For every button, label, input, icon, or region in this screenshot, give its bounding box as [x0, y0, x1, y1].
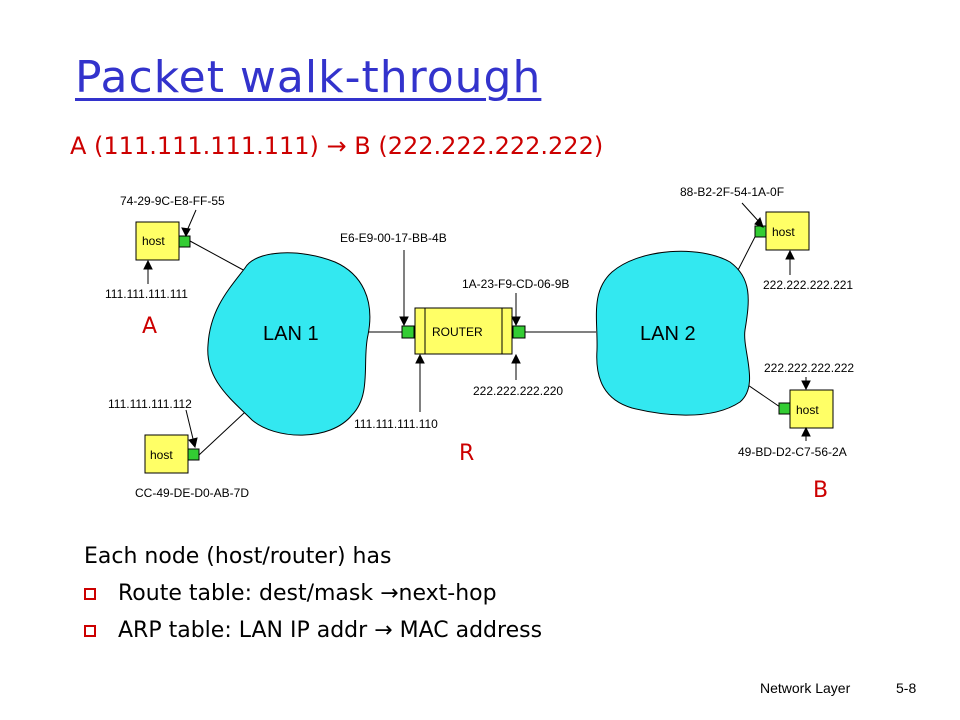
footer-page-number: 5-8 [896, 680, 917, 696]
list-item: ARP table: LAN IP addr → MAC address [84, 618, 542, 643]
square-bullet-icon [84, 588, 96, 600]
host-a: host [135, 221, 191, 261]
host-c-port [754, 225, 767, 238]
host-c: host [754, 211, 810, 251]
router-ip-right: 222.222.222.220 [473, 384, 563, 398]
arrows [143, 202, 811, 449]
router-port-left [401, 325, 415, 339]
router-mac-right: 1A-23-F9-CD-06-9B [462, 277, 569, 291]
host-a-ip: 111.111.111.111 [105, 287, 188, 301]
router-port-right [512, 325, 526, 339]
router-label: ROUTER [432, 325, 483, 339]
link-host-c-lan2 [734, 230, 759, 277]
node-label-r: R [459, 441, 474, 466]
info-panel: Each node (host/router) has Route table:… [84, 544, 542, 655]
node-label-a: A [142, 314, 157, 339]
list-item-text: Route table: dest/mask →next-hop [118, 581, 497, 606]
host-d-ip: 222.222.222.222 [764, 361, 854, 375]
lan1-label: LAN 1 [263, 323, 319, 345]
router-mac-left: E6-E9-00-17-BB-4B [340, 231, 447, 245]
host-d-mac: 49-BD-D2-C7-56-2A [738, 445, 847, 459]
host-b-label: host [150, 448, 173, 462]
lan1-cloud [207, 252, 371, 436]
host-d-label: host [796, 403, 819, 417]
host-b: host [144, 434, 200, 474]
host-c-ip: 222.222.222.221 [763, 278, 853, 292]
host-a-mac: 74-29-9C-E8-FF-55 [120, 194, 225, 208]
footer-section: Network Layer [760, 680, 851, 696]
info-heading: Each node (host/router) has [84, 544, 392, 569]
router: ROUTER [401, 307, 526, 355]
subtitle-path: A (111.111.111.111) → B (222.222.222.222… [70, 132, 604, 160]
host-a-label: host [142, 234, 165, 248]
info-list: Route table: dest/mask →next-hop ARP tab… [84, 581, 542, 643]
host-d-port [778, 402, 791, 415]
link-host-a-lan1 [189, 240, 248, 273]
lan2-label: LAN 2 [640, 323, 696, 345]
page-title: Packet walk-through [75, 52, 542, 103]
router-ip-left: 111.111.111.110 [354, 417, 438, 431]
square-bullet-icon [84, 625, 96, 637]
host-d: host [778, 389, 834, 429]
host-b-ip: 111.111.111.112 [108, 397, 192, 411]
list-item-text: ARP table: LAN IP addr → MAC address [118, 618, 543, 643]
host-b-port [187, 448, 200, 461]
list-item: Route table: dest/mask →next-hop [84, 581, 542, 606]
host-c-mac: 88-B2-2F-54-1A-0F [680, 185, 784, 199]
node-label-b: B [813, 478, 828, 503]
host-a-port [178, 235, 191, 248]
host-b-mac: CC-49-DE-D0-AB-7D [135, 486, 249, 500]
lan2-cloud [595, 250, 751, 416]
host-c-label: host [772, 225, 795, 239]
